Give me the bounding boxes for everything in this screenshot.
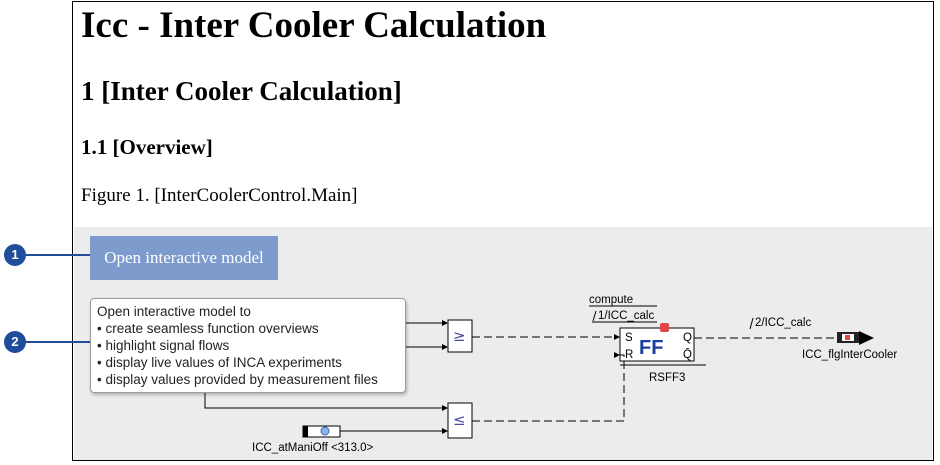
wire-arrowhead — [442, 344, 448, 350]
tooltip-line: Open interactive model to — [97, 304, 251, 319]
input-value-text: <313.0> — [331, 442, 373, 454]
input-port-edge — [303, 426, 308, 437]
input-name: ICC_atManiOff <313.0> — [252, 442, 374, 454]
status-led-icon — [660, 323, 669, 332]
section-heading: 1 [Inter Cooler Calculation] — [81, 76, 402, 106]
ff-block-text: FF — [639, 337, 663, 359]
ff-pin-r: R — [625, 349, 633, 361]
tooltip-line: • highlight signal flows — [97, 338, 230, 353]
signal1-label: 1/ICC_calc — [598, 310, 654, 322]
figure-caption: Figure 1. [InterCoolerControl.Main] — [81, 185, 358, 206]
input-name-text: ICC_atManiOff — [252, 442, 329, 454]
open-interactive-model-button[interactable]: Open interactive model — [90, 236, 278, 280]
signal-slash — [592, 310, 597, 322]
tooltip-line: • create seamless function overviews — [97, 321, 319, 336]
model-tooltip: Open interactive model to • create seaml… — [90, 298, 406, 393]
globe-icon — [320, 426, 330, 436]
callout-line-2 — [26, 341, 90, 343]
block-diagram: ≥ compute 1/ICC_calc S R Q Q̄ FF RSFF3 2… — [204, 294, 897, 454]
compare-block-lower[interactable] — [447, 402, 473, 439]
wire-arrowhead — [442, 405, 448, 411]
callout-line-1 — [26, 254, 90, 256]
subsection-heading: 1.1 [Overview] — [81, 135, 213, 159]
output-arrow-icon — [859, 331, 874, 345]
signal2-label: 2/ICC_calc — [755, 317, 811, 329]
wire-arrowhead — [614, 334, 620, 340]
less-equal-icon: ≤ — [453, 411, 466, 429]
output-name: ICC_flgInterCooler — [802, 349, 897, 361]
greater-equal-icon: ≥ — [453, 327, 466, 345]
ff-pin-s: S — [625, 332, 633, 344]
compare-block-upper[interactable] — [447, 319, 473, 353]
callout-marker-2: 2 — [4, 331, 26, 353]
model-preview-area: ≥ compute 1/ICC_calc S R Q Q̄ FF RSFF3 2… — [74, 227, 932, 460]
signal-wire-to-reset — [472, 354, 625, 422]
compute-label: compute — [589, 294, 633, 306]
wire-arrowhead — [442, 320, 448, 326]
wire-arrowhead — [614, 352, 620, 358]
wire-branch-upper — [204, 393, 442, 409]
ff-pin-qbar: Q̄ — [683, 348, 692, 361]
tooltip-line: • display values provided by measurement… — [97, 372, 378, 387]
flipflop-block[interactable] — [619, 327, 695, 362]
callout-marker-1: 1 — [4, 244, 26, 266]
ff-block-name: RSFF3 — [649, 372, 685, 384]
document-frame: Icc - Inter Cooler Calculation 1 [Inter … — [72, 1, 934, 461]
page-title: Icc - Inter Cooler Calculation — [81, 5, 547, 46]
tooltip-line: • display live values of INCA experiment… — [97, 355, 342, 370]
wire-arrowhead — [442, 428, 448, 434]
output-port-led — [845, 335, 850, 340]
ff-pin-q: Q — [683, 332, 692, 344]
signal-slash — [749, 317, 754, 330]
